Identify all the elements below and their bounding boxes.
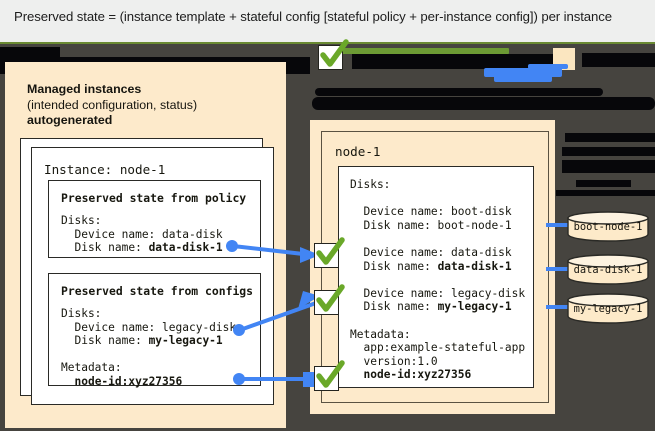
checkmark-glyph xyxy=(316,284,345,312)
page-title: Preserved state = (instance template + s… xyxy=(14,9,612,24)
redaction-bar-right-3 xyxy=(562,160,655,173)
disk-link-data xyxy=(546,267,572,271)
check-data-disk-icon xyxy=(314,237,345,268)
highlight-blue-scribble-2 xyxy=(494,75,552,82)
check-legacy-disk-icon xyxy=(314,284,345,315)
configs-body-diskname: my-legacy-1 xyxy=(148,334,223,348)
disk-boot-node-1[interactable]: boot-node-1 xyxy=(566,210,650,242)
disk-label: my-legacy-1 xyxy=(573,303,643,315)
policy-card-body: Disks: Device name: data-disk Disk name:… xyxy=(61,214,223,255)
checkmark-glyph xyxy=(320,39,349,67)
highlight-blue-scribble-1 xyxy=(484,68,562,77)
connector-dot-configs-meta xyxy=(233,373,245,385)
configs-body-plain-2: Metadata: xyxy=(61,361,122,375)
header-caption-bar: Preserved state = (instance template + s… xyxy=(0,0,655,44)
preserved-state-configs-card[interactable]: Preserved state from configs Disks: Devi… xyxy=(48,273,261,389)
node-body-seg3: Device name: legacy-disk Disk name: xyxy=(363,286,526,314)
check-node-id-icon xyxy=(314,360,345,391)
node-body-seg5: Metadata: app:example-stateful-app versi… xyxy=(350,327,526,368)
redaction-bar-right-2 xyxy=(562,147,655,156)
redaction-bar-top-right xyxy=(352,54,558,69)
redaction-bar-right-5 xyxy=(556,190,655,196)
redaction-bar-row2 xyxy=(315,88,603,96)
managed-instances-title: Managed instances xyxy=(27,82,142,96)
redaction-bar-row3 xyxy=(312,97,655,110)
node-body-legacy-disk: my-legacy-1 xyxy=(437,300,512,314)
disk-cylinder-icon xyxy=(567,211,649,242)
node-body-nodeid: node-id:xyz27356 xyxy=(363,368,472,382)
disk-link-boot xyxy=(546,223,572,227)
instance-card-title: Instance: node-1 xyxy=(44,162,166,177)
disk-my-legacy-1[interactable]: my-legacy-1 xyxy=(566,292,650,324)
policy-card-heading: Preserved state from policy xyxy=(61,191,247,205)
node-body-data-disk: data-disk-1 xyxy=(437,259,512,273)
connector-dot-configs-disk xyxy=(233,324,245,336)
managed-instances-autogen: autogenerated xyxy=(27,113,113,127)
disk-link-legacy xyxy=(546,305,572,309)
connector-dot-policy xyxy=(226,240,238,252)
configs-body-plain-1: Disks: Device name: legacy-disk Disk nam… xyxy=(61,307,237,348)
configs-card-heading: Preserved state from configs xyxy=(61,284,254,298)
disk-cylinder-icon xyxy=(567,254,649,285)
checkmark-glyph xyxy=(316,237,345,265)
highlight-blue-scribble-3 xyxy=(528,64,568,69)
disk-label: boot-node-1 xyxy=(573,221,643,233)
configs-card-body: Disks: Device name: legacy-disk Disk nam… xyxy=(61,307,236,389)
connector-policy-to-data-disk xyxy=(232,244,313,257)
check-top-icon xyxy=(318,39,349,70)
redaction-bar-top-far2 xyxy=(597,58,655,66)
redaction-bar-right-1 xyxy=(565,133,655,142)
policy-body-diskname: data-disk-1 xyxy=(148,241,223,255)
connector-configs-to-legacy-disk xyxy=(239,301,317,332)
configs-body-nodeid: node-id:xyz27356 xyxy=(74,374,183,388)
preserved-state-policy-card[interactable]: Preserved state from policy Disks: Devic… xyxy=(48,180,261,258)
policy-body-plain: Disks: Device name: data-disk Disk name: xyxy=(61,214,223,255)
highlight-green-top xyxy=(333,48,509,54)
disk-cylinder-icon xyxy=(567,293,649,324)
managed-instances-heading: Managed instances (intended configuratio… xyxy=(27,82,197,129)
node-details-body: Disks: Device name: boot-disk Disk name:… xyxy=(350,178,525,382)
managed-instances-subtitle: (intended configuration, status) xyxy=(27,97,198,112)
connector-arrow-data-disk xyxy=(300,247,320,263)
redaction-bar-right-4 xyxy=(576,180,631,187)
disk-label: data-disk-1 xyxy=(573,264,643,276)
checkmark-glyph xyxy=(316,360,345,388)
node-body-seg1: Disks: Device name: boot-disk Disk name:… xyxy=(350,178,512,273)
node-details-card[interactable]: Disks: Device name: boot-disk Disk name:… xyxy=(338,166,534,388)
node-card-title: node-1 xyxy=(335,144,381,159)
disk-data-disk-1[interactable]: data-disk-1 xyxy=(566,253,650,285)
